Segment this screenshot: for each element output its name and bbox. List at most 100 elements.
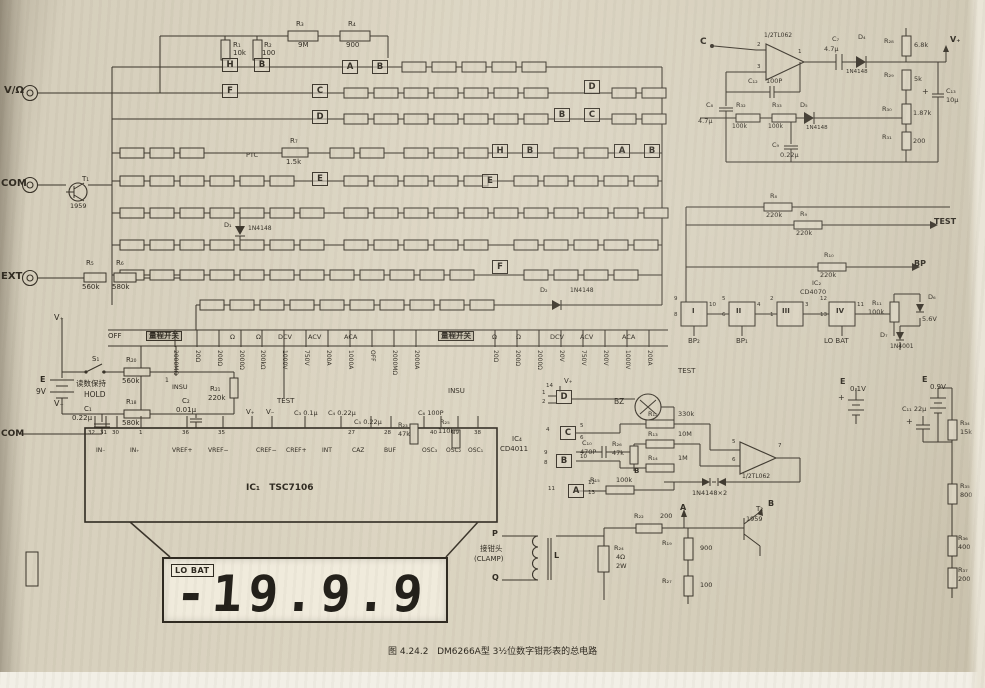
diagram-label: 580k — [112, 283, 130, 291]
component-box — [645, 439, 675, 449]
diagram-label: 1 — [165, 377, 169, 384]
switch-contact-A: A — [614, 144, 630, 158]
diagram-label: 200 — [660, 512, 673, 520]
component-box — [299, 269, 325, 281]
switch-contact-H: H — [492, 144, 508, 158]
diagram-label: V₊ — [950, 35, 961, 44]
component-box — [209, 207, 235, 219]
diagram-label: C₂ — [182, 397, 190, 405]
inductor-coil — [532, 535, 539, 581]
component-box — [299, 207, 325, 219]
component-box — [776, 301, 804, 327]
diagram-label: 750V — [580, 350, 587, 366]
diagram-label: 6 — [722, 312, 726, 318]
diagram-label: 35 — [218, 430, 225, 436]
diagram-label: 5k — [914, 75, 922, 83]
switch-contact-C: C — [584, 108, 600, 122]
range-switch-label: 量程开关 — [146, 331, 182, 341]
diagram-label: R₂₂ — [634, 512, 644, 520]
component-box — [199, 299, 225, 311]
component-box — [613, 269, 639, 281]
diagram-label: 20Ω — [194, 350, 201, 363]
diagram-label: R₃₅ — [960, 482, 970, 490]
component-box — [389, 269, 415, 281]
switch-contact-C: C — [560, 426, 576, 440]
terminal-com[interactable] — [21, 176, 39, 194]
component-box — [379, 299, 405, 311]
diagram-label: C₈ — [706, 101, 714, 109]
diagram-label: 读数保持 — [76, 379, 106, 388]
diagram-label: 1959 — [70, 202, 87, 210]
switch-s1-contact[interactable] — [102, 370, 106, 374]
diagram-label: D₅ — [800, 101, 808, 109]
diagram-label: C₁₂ — [748, 77, 758, 85]
diagram-label: 13 — [588, 490, 595, 496]
component-box — [433, 87, 459, 99]
diagram-label: D₄ — [858, 33, 866, 41]
diagram-label: 8 — [544, 460, 548, 466]
component-box — [433, 207, 459, 219]
diagram-label: 0.22μ — [780, 151, 799, 159]
diagram-label: (CLAMP) — [474, 555, 504, 563]
diagram-label: 200A — [646, 350, 653, 366]
diagram-label: 100k — [616, 476, 633, 484]
component-box — [269, 269, 295, 281]
diagram-label: 10μ — [946, 96, 959, 104]
diagram-label: + — [906, 417, 913, 426]
component-box — [901, 35, 912, 57]
diagram-label: R₃₆ — [958, 534, 968, 542]
component-box — [343, 175, 369, 187]
diagram-label: R₁₉ — [662, 539, 672, 547]
diagram-label: E — [40, 375, 46, 384]
diagram-label: + — [838, 393, 845, 402]
switch-s1-contact[interactable] — [84, 370, 88, 374]
component-box — [493, 207, 519, 219]
terminal-volt-ohm-label: V/Ω — [4, 85, 24, 96]
diagram-label: Ω — [230, 333, 235, 341]
diagram-label: 28 — [384, 430, 391, 436]
component-box — [409, 299, 435, 311]
terminal-volt-ohm[interactable] — [21, 84, 39, 102]
diagram-label: R₈ — [770, 192, 778, 200]
diagram-label: R₂₉ — [884, 71, 894, 79]
component-box — [553, 147, 579, 159]
diagram-label: DCV — [550, 333, 564, 341]
component-box — [521, 61, 547, 73]
lcd-digits: -19.9.9 — [173, 565, 431, 623]
component-box — [343, 239, 369, 251]
component-box — [543, 239, 569, 251]
diagram-label: 470P — [580, 448, 597, 456]
diagram-label: 4 — [546, 427, 550, 433]
diagram-label: R₁₈ — [126, 398, 137, 406]
terminal-ext[interactable] — [21, 269, 39, 287]
component-box — [793, 220, 823, 230]
component-box — [83, 272, 107, 283]
diagram-label: V₊ — [246, 408, 255, 416]
diagram-label: 1N4148×2 — [692, 489, 728, 497]
diagram-label: R₇ — [290, 137, 298, 145]
switch-contact-E: E — [312, 172, 328, 186]
diagram-label: 3 — [805, 302, 809, 308]
component-box — [431, 61, 457, 73]
diagram-label: 7 — [778, 443, 782, 449]
diagram-label: C — [700, 37, 707, 47]
diagram-label: 5 — [580, 423, 584, 429]
component-box — [329, 147, 355, 159]
component-box — [289, 299, 315, 311]
diagram-label: 900 — [700, 544, 713, 552]
diagram-label: R₁₄ — [648, 454, 658, 462]
diagram-label: 15k — [960, 428, 973, 436]
diagram-label: C₉ — [772, 141, 780, 149]
component-box — [597, 545, 610, 573]
component-box — [433, 239, 459, 251]
component-box — [645, 463, 675, 473]
diagram-label: 1000A — [347, 350, 354, 370]
component-box — [343, 113, 369, 125]
diagram-label: 1M — [678, 454, 688, 462]
switch-contact-B: B — [522, 144, 538, 158]
diagram-label: 220k — [820, 271, 837, 279]
diagram-label: OSC₁ — [468, 447, 484, 454]
component-box — [635, 523, 663, 534]
diagram-label: R₁₁ — [872, 299, 882, 307]
diagram-label: V₋ — [266, 408, 275, 416]
